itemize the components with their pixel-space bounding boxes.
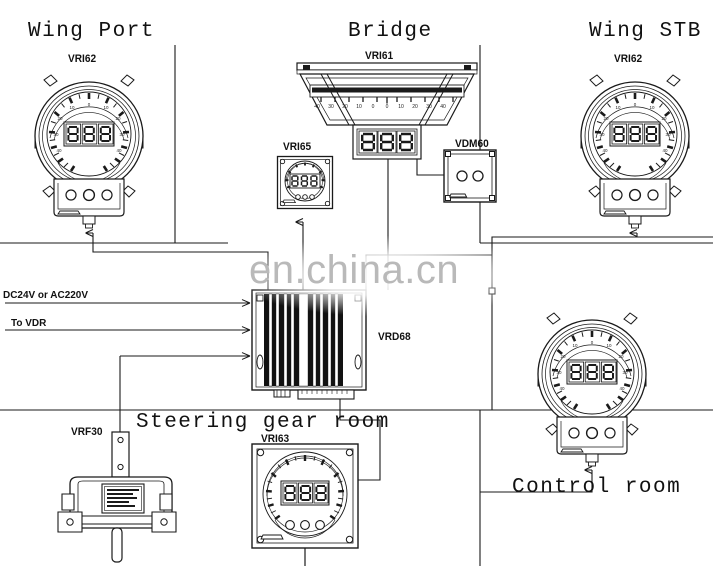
part-label-vri65: VRI65 — [283, 141, 312, 153]
wire-label-vdr-output: To VDR — [11, 317, 47, 329]
part-label-vri61: VRI61 — [365, 50, 394, 62]
device-control-room-indicator — [536, 311, 648, 468]
part-label-vrd68: VRD68 — [378, 331, 411, 343]
device-central-driver — [251, 289, 367, 400]
zone-title-bridge: Bridge — [348, 20, 433, 43]
wire-label-power-input: DC24V or AC220V — [3, 289, 89, 301]
zone-title-wing-port: Wing Port — [28, 20, 155, 43]
part-label-vri62-port: VRI62 — [68, 53, 97, 65]
device-bridge-indicator — [295, 61, 479, 161]
device-steering-room-gauge — [250, 442, 360, 550]
zone-title-wing-stb: Wing STB — [589, 20, 702, 43]
device-rudder-feedback-unit — [57, 431, 177, 563]
device-bridge-dimmer — [443, 149, 497, 203]
zone-title-steering-gear-room: Steering gear room — [136, 411, 390, 434]
device-wing-port-indicator — [33, 73, 145, 230]
zone-title-control-room: Control room — [512, 476, 682, 499]
part-label-vdm60: VDM60 — [455, 138, 489, 150]
part-label-vri62-stb: VRI62 — [614, 53, 643, 65]
part-label-vrf30: VRF30 — [71, 426, 103, 438]
device-wing-stb-indicator — [579, 73, 691, 230]
device-bridge-square-gauge — [276, 155, 334, 210]
part-label-vri63: VRI63 — [261, 433, 290, 445]
